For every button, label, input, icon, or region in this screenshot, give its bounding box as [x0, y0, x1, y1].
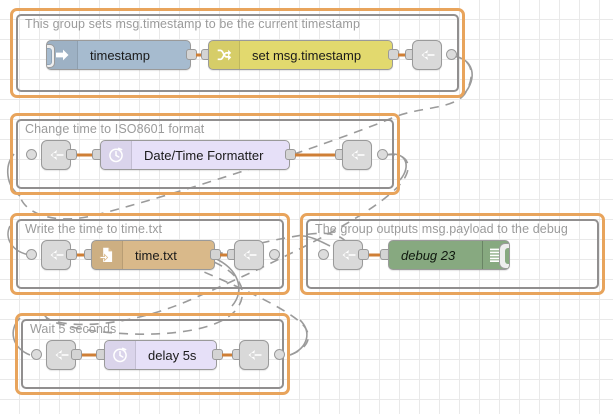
link-in-debug-input-port[interactable]: [318, 249, 329, 260]
group-timestamp-inner-border: [16, 14, 459, 92]
link-in-file-input-port[interactable]: [26, 249, 37, 260]
link-out-iso-node[interactable]: [342, 140, 372, 170]
link-in-file-output-port[interactable]: [66, 249, 77, 260]
debug-bars-icon: [482, 241, 509, 269]
group-write-file-label: Write the time to time.txt: [25, 222, 163, 236]
change-timestamp-label: set msg.timestamp: [252, 47, 362, 63]
link-out-icon: [235, 241, 263, 269]
group-iso8601[interactable]: Change time to ISO8601 format: [10, 113, 400, 195]
group-write-file[interactable]: Write the time to time.txt: [10, 213, 290, 295]
link-in-icon: [42, 241, 70, 269]
debug-enable-button[interactable]: [499, 243, 509, 269]
link-in-delay-output-port[interactable]: [71, 349, 82, 360]
group-write-file-inner-border: [16, 219, 284, 289]
file-out-icon: [92, 241, 123, 269]
group-debug-inner-border: [306, 219, 599, 289]
link-out-icon: [343, 141, 371, 169]
link-in-icon: [334, 241, 362, 269]
link-out-delay-output-port[interactable]: [274, 349, 285, 360]
date-formatter-label: Date/Time Formatter: [144, 147, 264, 163]
inject-timestamp-output-port[interactable]: [186, 49, 197, 60]
inject-timestamp-label: timestamp: [90, 47, 150, 63]
debug-node-label: debug 23: [401, 247, 456, 263]
link-out-delay-node[interactable]: [239, 340, 269, 370]
clock-icon: [105, 341, 136, 369]
link-in-iso-output-port[interactable]: [66, 149, 77, 160]
link-in-icon: [42, 141, 70, 169]
group-iso8601-inner-border: [16, 119, 394, 189]
group-debug-label: The group outputs msg.payload to the deb…: [315, 222, 568, 236]
shuffle-icon: [209, 41, 240, 69]
group-timestamp-label: This group sets msg.timestamp to be the …: [25, 17, 360, 31]
file-node-output-port[interactable]: [210, 249, 221, 260]
group-delay-label: Wait 5 seconds: [30, 322, 117, 336]
group-iso8601-label: Change time to ISO8601 format: [25, 122, 205, 136]
file-node[interactable]: time.txt: [91, 240, 215, 270]
delay-node[interactable]: delay 5s: [104, 340, 217, 370]
link-in-debug-output-port[interactable]: [358, 249, 369, 260]
link-out-iso-output-port[interactable]: [377, 149, 388, 160]
delay-node-output-port[interactable]: [212, 349, 223, 360]
date-formatter-output-port[interactable]: [285, 149, 296, 160]
clock-icon: [101, 141, 132, 169]
link-out-timestamp-node[interactable]: [412, 40, 442, 70]
link-in-iso-input-port[interactable]: [26, 149, 37, 160]
group-timestamp[interactable]: This group sets msg.timestamp to be the …: [10, 8, 465, 98]
link-out-icon: [413, 41, 441, 69]
link-out-file-node[interactable]: [234, 240, 264, 270]
debug-node[interactable]: debug 23: [388, 240, 510, 270]
delay-node-label: delay 5s: [148, 347, 197, 363]
inject-trigger-button[interactable]: [47, 44, 55, 68]
link-out-icon: [240, 341, 268, 369]
change-timestamp-node[interactable]: set msg.timestamp: [208, 40, 393, 70]
link-in-icon: [47, 341, 75, 369]
group-debug[interactable]: The group outputs msg.payload to the deb…: [300, 213, 605, 295]
link-out-timestamp-output-port[interactable]: [446, 49, 457, 60]
change-timestamp-output-port[interactable]: [388, 49, 399, 60]
inject-timestamp-node[interactable]: timestamp: [46, 40, 191, 70]
date-formatter-node[interactable]: Date/Time Formatter: [100, 140, 290, 170]
file-node-label: time.txt: [135, 247, 177, 263]
link-in-delay-input-port[interactable]: [31, 349, 42, 360]
link-out-file-output-port[interactable]: [269, 249, 280, 260]
link-in-file-node[interactable]: [41, 240, 71, 270]
